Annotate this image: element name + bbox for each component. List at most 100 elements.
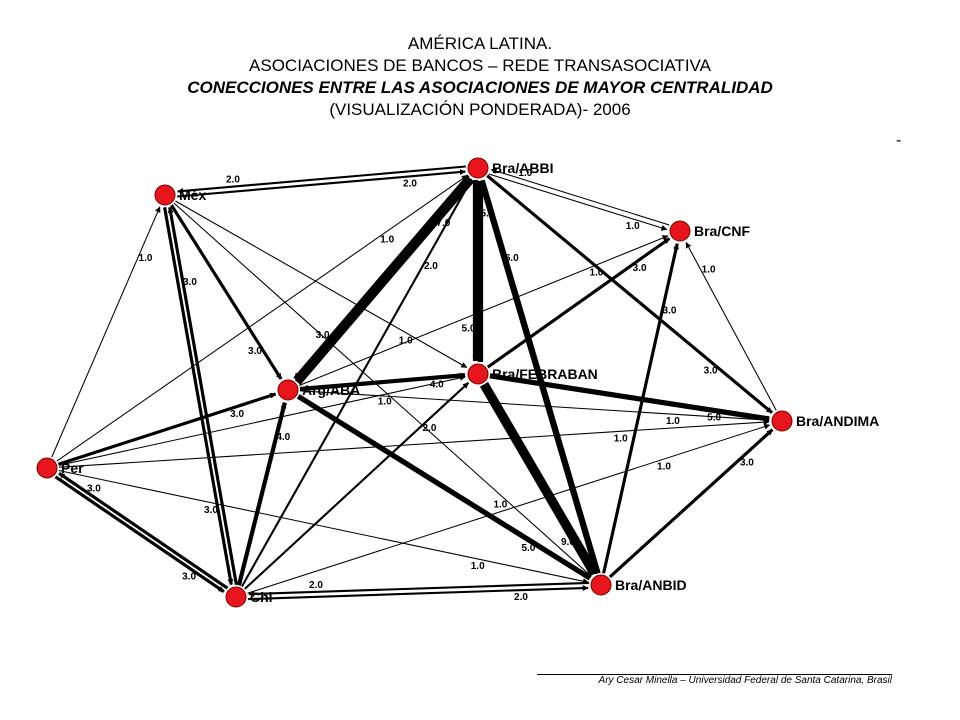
title-line-4: (VISUALIZACIÓN PONDERADA)- 2006	[329, 100, 631, 119]
edge-per-feb	[58, 375, 466, 466]
edge-chi-andima	[247, 423, 771, 594]
node-abbi: Bra/ABBI	[467, 157, 553, 179]
edge-weight-abbi-cnf: 1.0	[626, 221, 640, 232]
node-circle-anbid	[590, 574, 612, 596]
edge-abbi-andima	[486, 174, 774, 414]
node-label-andima: Bra/ANDIMA	[796, 413, 879, 429]
edge-weight-per-chi: 3.0	[182, 572, 196, 583]
node-label-per: Per	[61, 460, 84, 476]
edges-layer	[51, 165, 777, 601]
edge-aba-andima	[299, 390, 770, 423]
edge-weight-anbid-andima: 3.0	[740, 457, 754, 468]
edge-mex-abbi	[177, 169, 466, 198]
edge-aba-abbi	[294, 177, 475, 385]
node-chi: Chi	[225, 586, 273, 608]
node-circle-abbi	[467, 157, 489, 179]
node-aba: Arg/ABA	[277, 379, 360, 401]
edge-weight-anbid-cnf: 3.0	[663, 305, 677, 316]
edge-weight-chi-abbi: 2.0	[424, 261, 438, 272]
edge-weight-aba-abbi: 7.0	[436, 218, 450, 229]
edge-weight-aba-anbid: 5.0	[521, 543, 535, 554]
edge-weight-chi-mex: 3.0	[183, 277, 197, 288]
title-line-2: ASOCIACIONES DE BANCOS – REDE TRANSASOCI…	[249, 56, 711, 75]
title-line-3: CONECCIONES ENTRE LAS ASOCIACIONES DE MA…	[187, 78, 773, 97]
node-label-mex: Méx	[179, 187, 206, 203]
edge-mex-anbid	[173, 202, 592, 577]
edge-weight-per-anbid: 1.0	[471, 561, 485, 572]
edge-weight-aba-andima: 1.0	[666, 416, 680, 427]
node-mex: Méx	[154, 184, 206, 206]
edge-per-aba	[57, 392, 277, 466]
node-circle-andima	[771, 410, 793, 432]
edge-weight-chi-aba: 4.0	[276, 432, 290, 443]
edge-chi-feb	[244, 382, 470, 590]
edge-feb-andima	[489, 373, 770, 422]
edge-weight-mex-anbid: 1.0	[493, 499, 507, 510]
node-label-cnf: Bra/CNF	[694, 223, 750, 239]
edge-weight-chi-feb: 2.0	[423, 423, 437, 434]
node-circle-mex	[154, 184, 176, 206]
node-label-chi: Chi	[250, 589, 273, 605]
edge-mex-feb	[175, 200, 468, 368]
edge-labels-layer: 2.0 2.0 1.0 1.0 7.0 3.0 5.0 5.0 6.0 3.0 2.0 1.0 3.0 3…	[87, 168, 754, 603]
edge-weight-aba-cnf: 1.0	[589, 268, 603, 279]
edge-weight-feb-anbid: 9.0	[561, 537, 575, 548]
edge-feb-anbid	[479, 382, 599, 577]
edge-per-mex	[51, 206, 161, 458]
edge-anbid-cnf	[602, 243, 679, 574]
edge-weight-feb-cnf: 3.0	[633, 263, 647, 274]
node-circle-aba	[277, 379, 299, 401]
edge-weight-mex-chi: 3.0	[204, 505, 218, 516]
edge-weight-abbi-mex: 2.0	[226, 175, 240, 186]
edge-weight-aba-feb: 4.0	[430, 380, 444, 391]
node-label-aba: Arg/ABA	[302, 382, 360, 398]
edge-abbi-cnf	[488, 173, 668, 231]
edge-per-chi	[54, 475, 225, 594]
edge-weight-per-aba: 3.0	[230, 409, 244, 420]
edge-anbid-chi	[248, 581, 589, 597]
edge-weight-chi-andima: 1.0	[657, 461, 671, 472]
node-circle-per	[36, 457, 58, 479]
edge-weight-anbid-abbi: 6.0	[505, 253, 519, 264]
edge-weight-abbi-andima: 3.0	[704, 366, 718, 377]
node-label-feb: Bra/FEBRABAN	[492, 366, 598, 382]
edge-weight-feb-abbi: 5.0	[481, 208, 495, 219]
credit-text: Ary Cesar Minella – Universidad Federal …	[598, 675, 892, 686]
edge-mex-aba	[170, 204, 283, 380]
edge-chi-mex	[167, 206, 238, 585]
edge-weight-abbi-aba: 3.0	[316, 330, 330, 341]
edge-andima-cnf	[685, 241, 777, 411]
edge-weight-feb-andima: 5.0	[707, 413, 721, 424]
node-circle-cnf	[669, 220, 691, 242]
edge-weight-mex-aba: 3.0	[248, 346, 262, 357]
corner-mark: -	[896, 132, 902, 149]
node-anbid: Bra/ANBID	[590, 574, 687, 596]
edge-mex-chi	[163, 207, 234, 586]
edge-weight-chi-per: 3.0	[87, 484, 101, 495]
edge-chi-anbid	[248, 585, 589, 601]
node-feb: Bra/FEBRABAN	[467, 363, 598, 385]
edge-aba-feb	[299, 372, 466, 392]
edge-weight-mex-feb: 1.0	[399, 336, 413, 347]
edge-weight-per-mex: 1.0	[139, 253, 153, 264]
edge-cnf-abbi	[490, 168, 670, 226]
title-block: AMÉRICA LATINA. ASOCIACIONES DE BANCOS –…	[0, 33, 960, 121]
edge-chi-aba	[236, 402, 287, 586]
node-circle-feb	[467, 363, 489, 385]
edge-weight-mex-abbi: 2.0	[403, 178, 417, 189]
edge-abbi-aba	[293, 174, 470, 380]
edge-weight-chi-anbid: 2.0	[514, 592, 528, 603]
title-line-1: AMÉRICA LATINA.	[407, 34, 553, 53]
edge-weight-per-andima: 1.0	[614, 433, 628, 444]
edge-feb-cnf	[486, 237, 671, 369]
credit-divider	[537, 674, 892, 675]
edge-abbi-mex	[177, 165, 466, 194]
node-label-abbi: Bra/ABBI	[492, 160, 553, 176]
node-circle-chi	[225, 586, 247, 608]
edge-weight-abbi-feb: 5.0	[462, 324, 476, 335]
edge-weight-andima-cnf: 1.0	[702, 265, 716, 276]
node-cnf: Bra/CNF	[669, 220, 750, 242]
edge-anbid-abbi	[478, 179, 601, 575]
